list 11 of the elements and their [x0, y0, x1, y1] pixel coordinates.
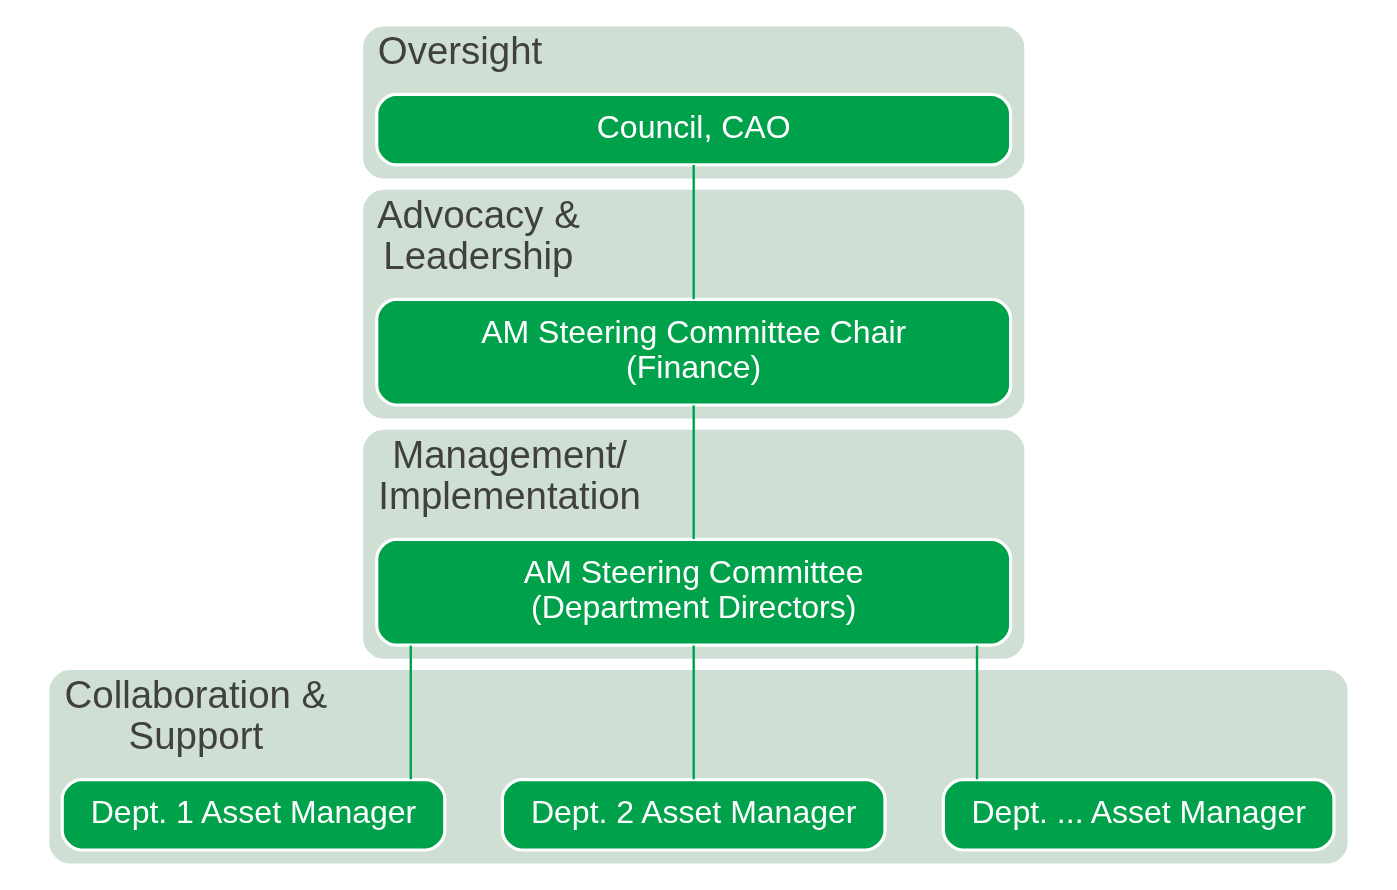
connector: [975, 645, 979, 780]
node-box: AM Steering Committee Chair (Finance): [375, 297, 1013, 407]
node-box: Dept. ... Asset Manager: [941, 777, 1336, 852]
connector: [692, 164, 695, 300]
connector: [409, 645, 412, 780]
connector: [692, 645, 695, 780]
node-box: Dept. 2 Asset Manager: [500, 777, 887, 852]
node-box: AM Steering Committee (Department Directors): [375, 537, 1013, 647]
connector: [692, 405, 695, 540]
node-box: Council, CAO: [375, 92, 1013, 167]
node-box: Dept. 1 Asset Manager: [60, 777, 447, 852]
